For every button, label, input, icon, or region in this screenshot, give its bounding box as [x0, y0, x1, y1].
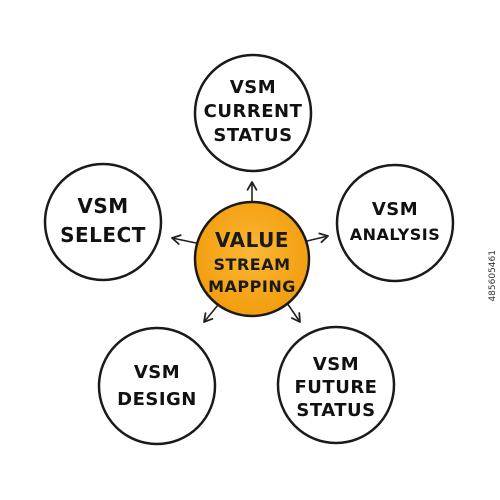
node-future-status-line-1: VSM: [313, 354, 359, 375]
node-analysis-line-2: ANALYSIS: [350, 225, 440, 244]
center-node-line-1: VALUE: [215, 228, 289, 252]
arrow-to-analysis: [306, 232, 329, 244]
node-analysis-line-1: VSM: [372, 199, 418, 220]
node-design-line-2: DESIGN: [117, 389, 197, 410]
node-design-line-1: VSM: [134, 362, 180, 383]
connector-arrows: [171, 181, 329, 323]
arrow-to-design: [203, 304, 219, 323]
node-select: VSM SELECT: [43, 162, 163, 282]
node-future-status-line-3: STATUS: [296, 400, 375, 421]
node-future-status: VSM FUTURE STATUS: [276, 325, 396, 445]
node-current-status-line-2: CURRENT: [204, 101, 303, 122]
center-node: VALUE STREAM MAPPING: [193, 200, 311, 318]
arrow-to-future-status: [286, 302, 301, 323]
node-select-line-1: VSM: [77, 194, 128, 218]
node-current-status-line-1: VSM: [230, 77, 276, 98]
node-current-status-line-3: STATUS: [213, 125, 292, 146]
node-design: VSM DESIGN: [97, 326, 217, 446]
arrow-to-select: [171, 234, 197, 245]
node-select-line-2: SELECT: [60, 223, 146, 247]
node-future-status-line-2: FUTURE: [295, 377, 378, 398]
node-analysis: VSM ANALYSIS: [335, 163, 455, 283]
center-node-line-2: STREAM: [214, 255, 291, 274]
node-current-status: VSM CURRENT STATUS: [193, 53, 313, 173]
stock-image-id: 485605461: [488, 250, 498, 302]
center-node-line-3: MAPPING: [208, 277, 296, 296]
